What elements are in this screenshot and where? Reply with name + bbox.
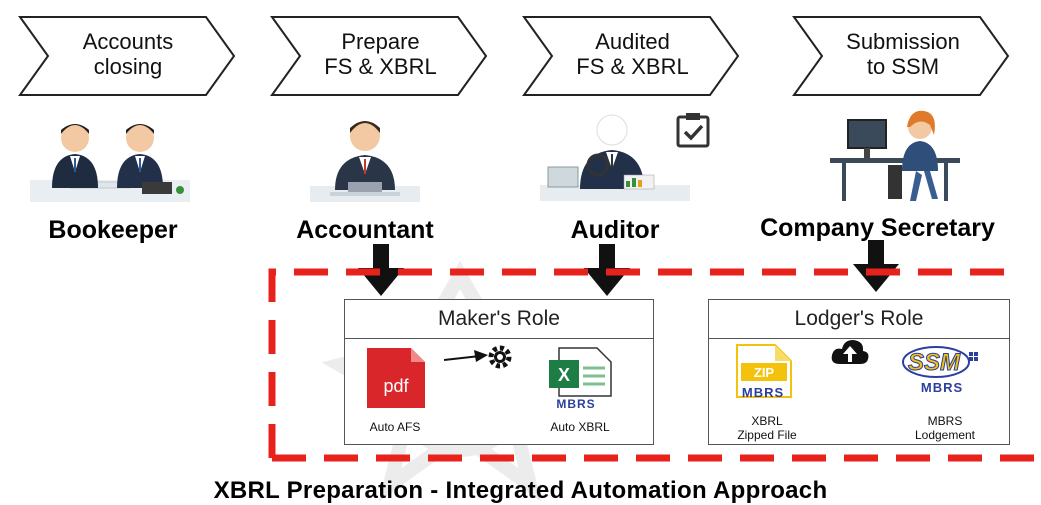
caption-line2: Zipped File <box>737 428 797 442</box>
company-secretary-illustration <box>830 110 960 201</box>
step-label-line1: Audited <box>595 29 670 54</box>
auditor-illustration <box>540 114 690 201</box>
xbrl-zipped-file-caption: XBRL Zipped File <box>722 414 812 442</box>
step-label-line2: FS & XBRL <box>576 54 689 79</box>
chevron-shape <box>522 16 740 96</box>
caption-line2: Lodgement <box>914 428 976 442</box>
process-step-1: Accounts closing <box>18 15 238 97</box>
bookkeepers-illustration <box>30 124 190 202</box>
diagram-footer-title: XBRL Preparation - Integrated Automation… <box>213 477 828 504</box>
mbrs-logo: MBRS <box>741 385 785 400</box>
mbrs-logo: MBRS <box>556 397 596 411</box>
role-accountant: Accountant <box>296 216 434 244</box>
auto-xbrl-caption: Auto XBRL <box>550 420 610 434</box>
caption-line1: XBRL <box>751 414 783 428</box>
ssm-logo-text: SSM <box>908 349 961 376</box>
step-label-line2: FS & XBRL <box>324 54 437 79</box>
process-step-4: Submission to SSM <box>792 15 1012 97</box>
pdf-icon-label: pdf <box>383 376 409 396</box>
chevron-shape <box>270 16 488 96</box>
mbrs-logo: MBRS <box>920 380 964 395</box>
chevron-shape <box>792 16 1010 96</box>
role-company-secretary: Company Secretary <box>760 214 995 242</box>
integrated-automation-region <box>268 268 1038 462</box>
clipboard-check-icon <box>676 113 710 148</box>
step-label-line1: Accounts <box>82 29 174 54</box>
mbrs-lodgement-caption: MBRS Lodgement <box>900 414 990 442</box>
auto-afs-caption: Auto AFS <box>369 420 421 434</box>
cloud-upload-icon <box>831 340 869 364</box>
role-bookkeeper: Bookeeper <box>48 216 178 244</box>
role-auditor: Auditor <box>570 216 660 244</box>
chevron-shape <box>18 16 236 96</box>
step-label-line1: Prepare <box>341 29 420 54</box>
caption-line1: MBRS <box>927 414 963 428</box>
lodgers-role-title: Lodger's Role <box>709 300 1009 339</box>
step-label-line2: to SSM <box>866 54 940 79</box>
pdf-file-icon: pdf <box>367 348 425 408</box>
step-label-line2: closing <box>93 54 163 79</box>
arrow-to-gear-icon <box>444 345 512 369</box>
process-step-2: Prepare FS & XBRL <box>270 15 490 97</box>
svg-text:X: X <box>558 365 570 385</box>
ssm-logo-icon: SSM <box>902 346 978 378</box>
makers-role-title: Maker's Role <box>345 300 653 339</box>
zip-icon-label: ZIP <box>754 365 775 380</box>
zip-file-icon: ZIP <box>736 344 792 398</box>
step-label-line1: Submission <box>846 29 960 54</box>
process-step-3: Audited FS & XBRL <box>522 15 742 97</box>
excel-xbrl-file-icon: X <box>549 347 612 397</box>
accountant-illustration <box>310 121 420 202</box>
